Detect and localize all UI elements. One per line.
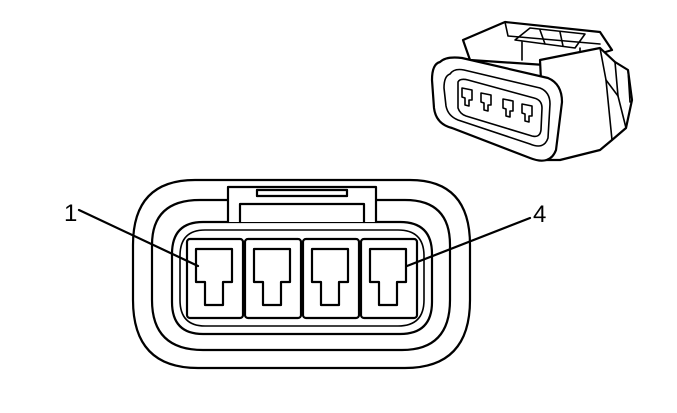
- pin-callout-4: 4: [405, 201, 546, 268]
- connector-cavity-edge: [179, 229, 425, 327]
- connector-outer-shell: [131, 178, 472, 370]
- connector-cavity: [170, 220, 434, 336]
- pin-label-1: 1: [64, 200, 77, 227]
- pin-callout-1: 1: [64, 200, 200, 268]
- connector-latch: [226, 185, 378, 224]
- connector-second-contour: [150, 198, 452, 352]
- terminal-slot-3: [301, 237, 361, 320]
- pin-label-4: 4: [533, 201, 546, 228]
- connector-perspective-icon: [430, 20, 634, 162]
- terminal-slot-4: [359, 237, 419, 320]
- terminal-slot-2: [243, 237, 303, 320]
- terminal-slot-1: [185, 237, 245, 320]
- connector-face-icon: [131, 178, 472, 370]
